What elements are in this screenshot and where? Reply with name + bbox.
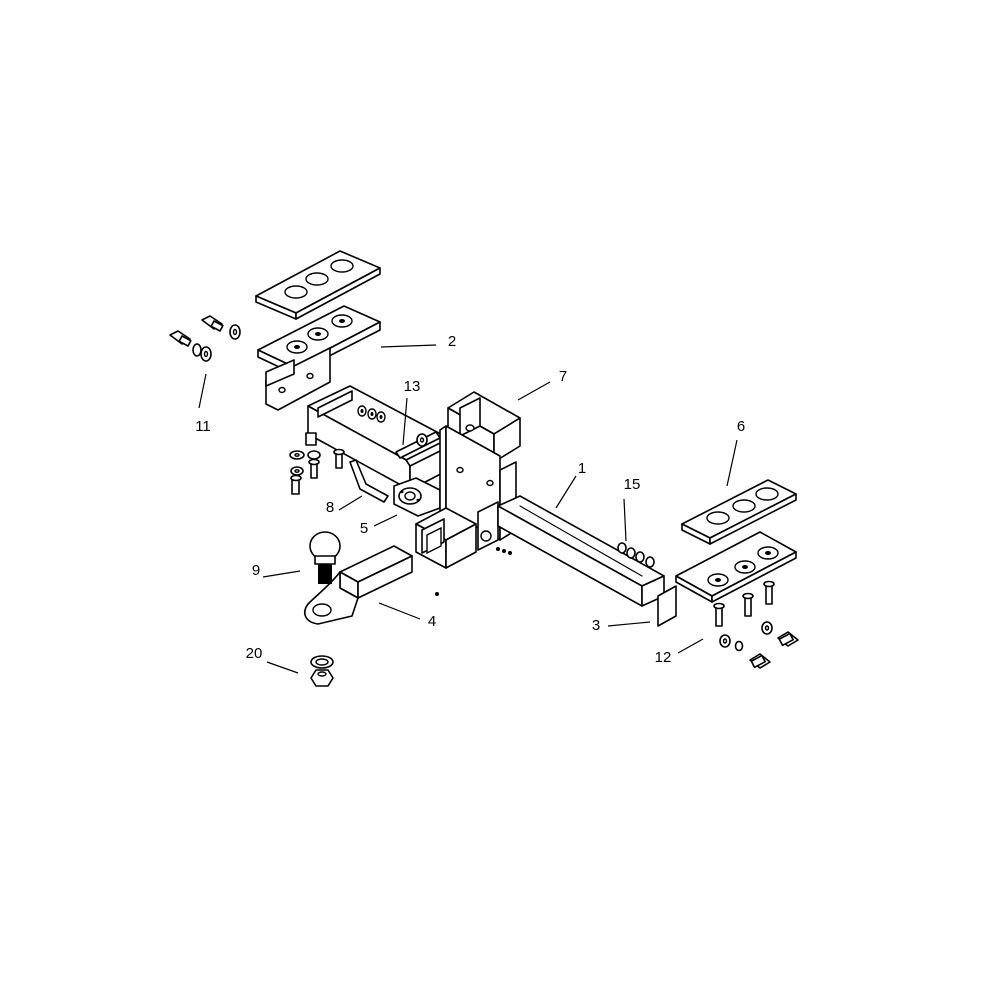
- callout-label-5: 5: [360, 520, 368, 537]
- leader-line-4: [378, 602, 421, 620]
- callout-label-2: 2: [448, 333, 456, 350]
- leader-line-6: [726, 439, 738, 487]
- leader-line-15: [623, 498, 627, 542]
- left-bolts-washers: [169, 315, 241, 362]
- socket-bracket: [393, 477, 441, 517]
- callout-label-1: 1: [578, 460, 586, 477]
- leader-line-11: [198, 373, 207, 409]
- tow-ball-nut: [310, 655, 334, 687]
- left-arm-bolts: [289, 448, 345, 495]
- left-spacer-plate: [255, 250, 381, 320]
- leader-line-8: [338, 495, 363, 511]
- callout-label-6: 6: [737, 418, 745, 435]
- leader-line-2: [380, 344, 437, 348]
- ball-mount-drawbar: [304, 545, 413, 625]
- callout-label-11: 11: [195, 418, 211, 435]
- callout-label-7: 7: [559, 368, 567, 385]
- right-spacer-plate: [681, 479, 797, 545]
- hitch-pin-clip: [349, 459, 389, 503]
- leader-line-3: [607, 621, 651, 627]
- leader-line-13: [402, 397, 408, 446]
- leader-line-7: [517, 381, 551, 401]
- leader-line-1: [555, 475, 577, 509]
- tow-ball: [309, 531, 341, 584]
- crossbar-bolts: [617, 542, 655, 568]
- receiver-dots: [435, 547, 512, 596]
- callout-label-12: 12: [655, 649, 672, 666]
- callout-label-20: 20: [246, 645, 263, 662]
- callout-label-9: 9: [252, 562, 260, 579]
- callout-label-4: 4: [428, 613, 436, 630]
- center-u-bracket: [447, 391, 521, 463]
- leader-line-20: [266, 661, 299, 674]
- callout-label-8: 8: [326, 499, 334, 516]
- main-crossbar: [497, 495, 665, 607]
- leader-line-12: [677, 638, 704, 654]
- callout-label-3: 3: [592, 617, 600, 634]
- right-end-bracket: [657, 531, 797, 627]
- receiver-tube: [415, 507, 477, 569]
- leader-line-5: [373, 514, 398, 527]
- leader-line-9: [262, 570, 301, 578]
- right-bolts-washers: [713, 580, 799, 669]
- left-mounting-bracket: [257, 305, 381, 411]
- callout-label-15: 15: [624, 476, 641, 493]
- callout-label-13: 13: [404, 378, 421, 395]
